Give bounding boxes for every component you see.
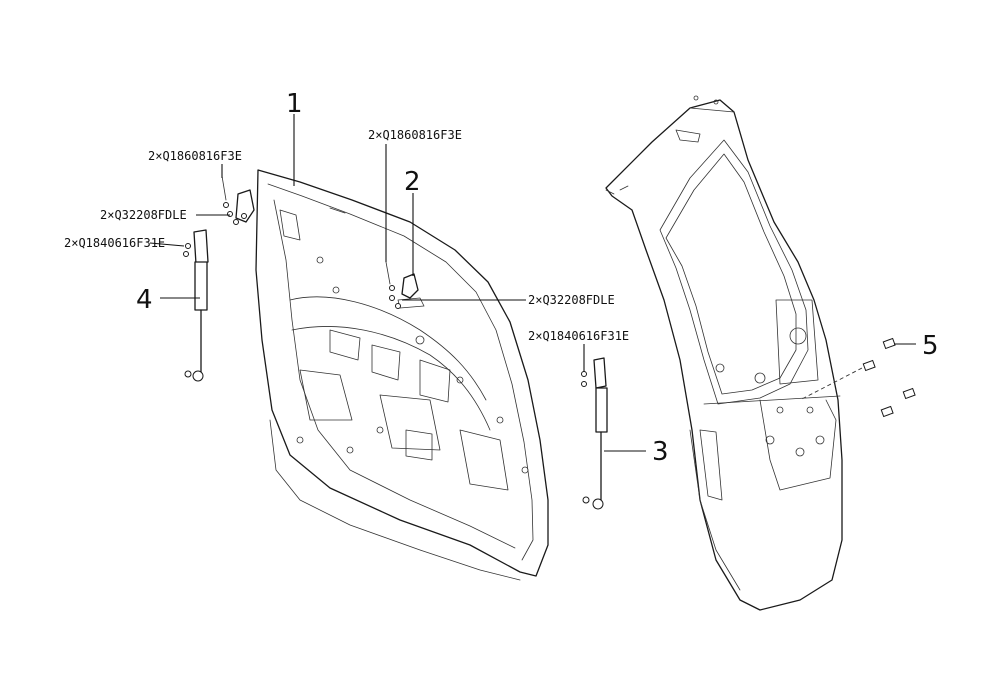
tailgate-outer-panel	[605, 95, 843, 611]
plugs-part-5	[799, 337, 916, 418]
gas-strut-left	[183, 229, 209, 382]
hinge-center	[385, 261, 425, 309]
gas-strut-center	[581, 357, 608, 510]
label-left-mid: 2×Q32208FDLE	[100, 208, 187, 222]
callout-3: 3	[652, 437, 669, 467]
leader-left-low	[149, 242, 185, 247]
callout-4: 4	[136, 285, 153, 315]
label-left-top: 2×Q1860816F3E	[148, 149, 242, 163]
label-center-low: 2×Q1840616F31E	[528, 329, 629, 343]
label-center-top: 2×Q1860816F3E	[368, 128, 462, 142]
callout-1: 1	[286, 89, 303, 119]
label-left-low: 2×Q1840616F31E	[64, 236, 165, 250]
label-center-mid: 2×Q32208FDLE	[528, 293, 615, 307]
hinge-left	[221, 175, 255, 225]
callout-5: 5	[922, 331, 939, 361]
tailgate-inner-panel	[255, 169, 549, 581]
callout-2: 2	[404, 167, 421, 197]
